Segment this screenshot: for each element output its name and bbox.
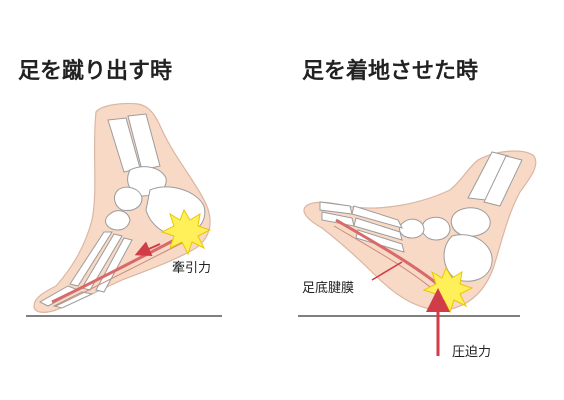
left-foot-bones xyxy=(38,113,206,309)
right-plantar-fascia xyxy=(335,218,441,288)
left-force-label: 牽引力 xyxy=(172,260,211,276)
right-panel-title: 足を着地させた時 xyxy=(302,58,478,84)
right-panel: 足を着地させた時 xyxy=(298,58,537,360)
right-tissue-pointer xyxy=(371,261,403,281)
left-traction-arrow xyxy=(134,241,161,257)
right-force-label: 圧迫力 xyxy=(452,345,491,360)
left-panel: 足を蹴り出す時 xyxy=(18,58,222,317)
left-stress-burst-icon xyxy=(160,208,212,256)
right-foot-bones xyxy=(319,151,523,282)
right-tissue-label: 足底腱膜 xyxy=(302,280,354,296)
left-panel-title: 足を蹴り出す時 xyxy=(18,58,172,84)
